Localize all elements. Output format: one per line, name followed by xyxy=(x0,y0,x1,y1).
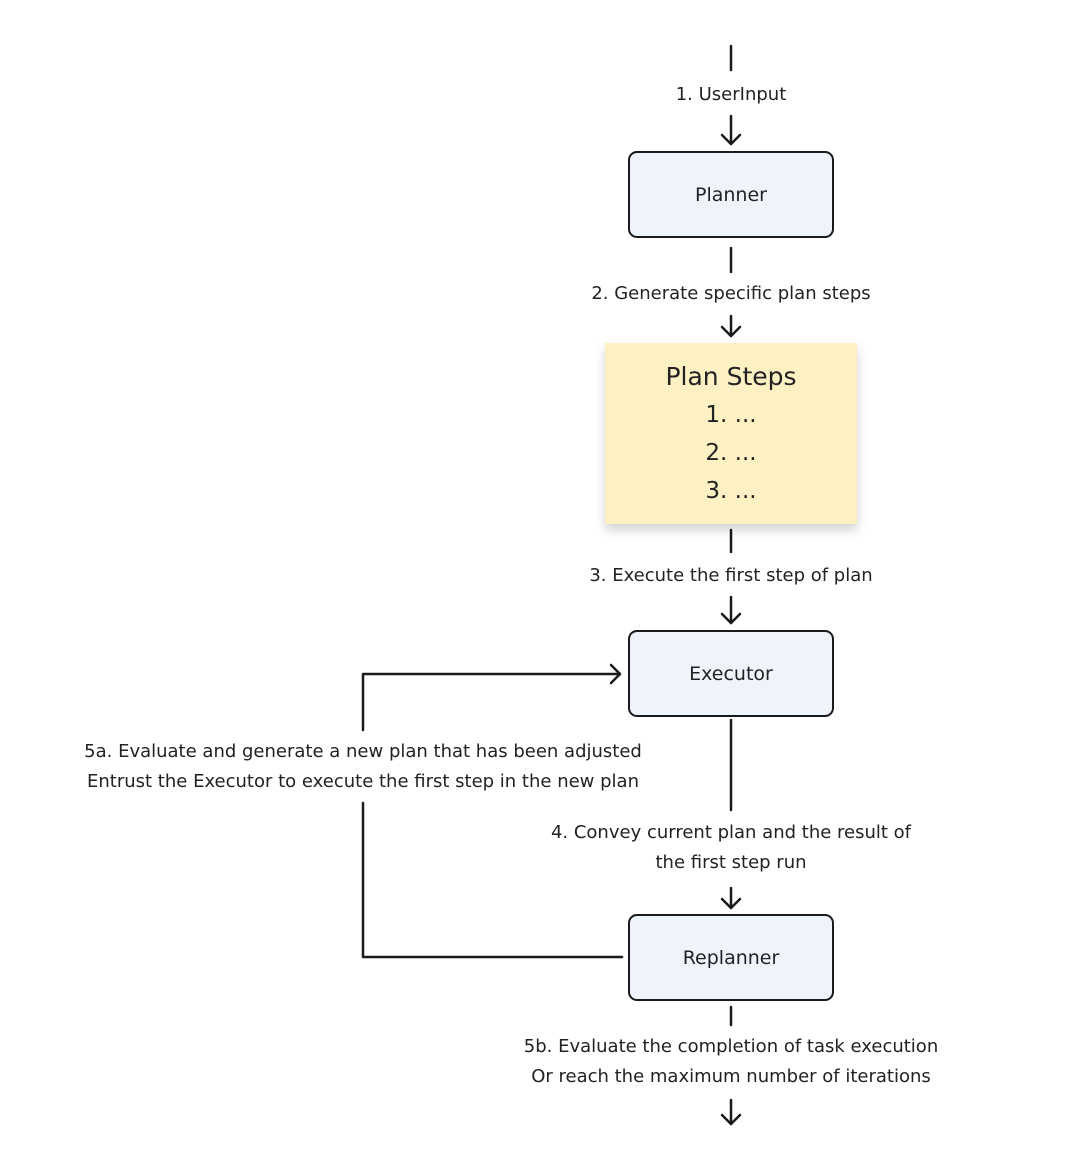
replanner-node: Replanner xyxy=(628,914,834,1001)
step-execute-label: 3. Execute the first step of plan xyxy=(589,565,873,586)
plan-step-item: 3. ... xyxy=(705,477,757,504)
plan-step-item: 1. ... xyxy=(705,401,757,428)
plan-steps-note: Plan Steps 1. ... 2. ... 3. ... xyxy=(605,343,857,524)
arrow-head xyxy=(720,612,742,625)
plan-steps-title: Plan Steps xyxy=(665,361,797,391)
step-finish-line2: Or reach the maximum number of iteration… xyxy=(531,1066,931,1087)
step-generate-label: 2. Generate specific plan steps xyxy=(591,283,871,304)
loop-line-upper xyxy=(361,672,622,732)
arrow-head xyxy=(720,897,742,910)
arrow-head xyxy=(720,325,742,338)
executor-node: Executor xyxy=(628,630,834,717)
step-finish-label: 5b. Evaluate the completion of task exec… xyxy=(471,1032,991,1092)
planner-label: Planner xyxy=(695,183,767,206)
arrow-head xyxy=(720,1113,742,1126)
step-convey-line1: 4. Convey current plan and the result of xyxy=(550,822,912,843)
step-convey-label: 4. Convey current plan and the result of… xyxy=(501,818,961,878)
plan-step-item: 2. ... xyxy=(705,439,757,466)
planner-node: Planner xyxy=(628,151,834,238)
step-replan-label: 5a. Evaluate and generate a new plan tha… xyxy=(38,737,688,797)
step-finish-line1: 5b. Evaluate the completion of task exec… xyxy=(523,1036,939,1057)
step-replan-line2: Entrust the Executor to execute the firs… xyxy=(87,771,639,792)
arrow-head xyxy=(609,663,622,685)
step-replan-line1: 5a. Evaluate and generate a new plan tha… xyxy=(84,741,642,762)
loop-line-lower xyxy=(361,801,624,959)
executor-label: Executor xyxy=(689,662,773,685)
arrow-head xyxy=(720,133,742,146)
step-user-input-label: 1. UserInput xyxy=(675,84,787,105)
replanner-label: Replanner xyxy=(682,946,780,969)
step-convey-line2: the first step run xyxy=(655,852,807,873)
